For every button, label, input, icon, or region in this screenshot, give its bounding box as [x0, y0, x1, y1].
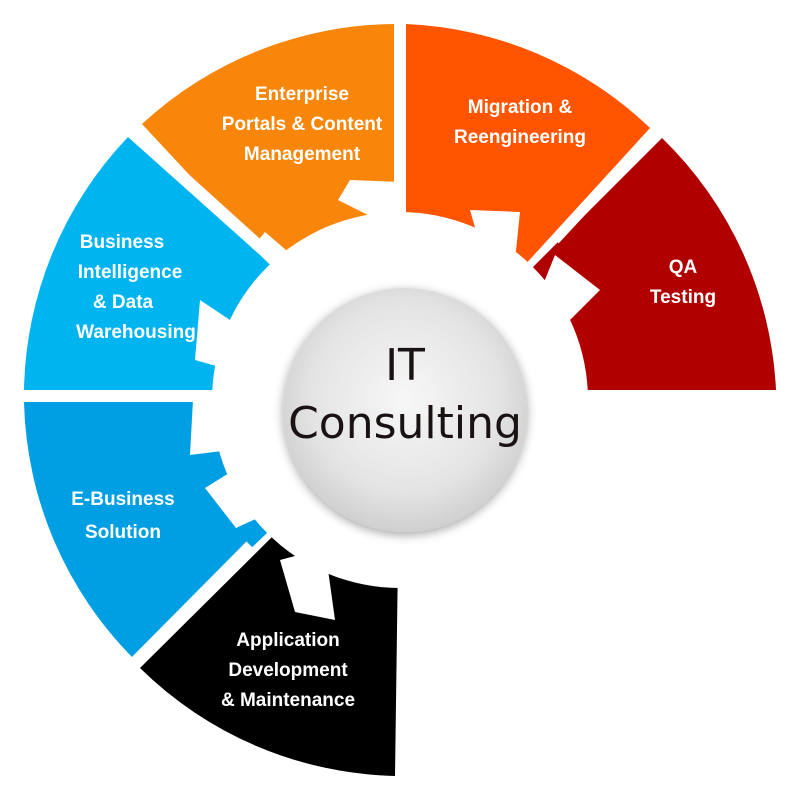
- svg-text:Solution: Solution: [85, 522, 161, 543]
- svg-text:QA: QA: [669, 257, 698, 278]
- label-qa-testing: QA Testing: [650, 257, 716, 308]
- svg-text:Business: Business: [80, 232, 164, 253]
- svg-text:& Maintenance: & Maintenance: [221, 690, 355, 711]
- svg-text:Reengineering: Reengineering: [454, 127, 586, 148]
- label-migration: Migration & Reengineering: [454, 97, 586, 148]
- svg-text:Development: Development: [228, 660, 348, 681]
- label-enterprise-portals: Enterprise Portals & Content Management: [222, 84, 383, 165]
- center-title-line2: Consulting: [288, 398, 522, 449]
- svg-text:Warehousing: Warehousing: [76, 322, 196, 343]
- segment-dividers: [0, 0, 655, 666]
- svg-text:E-Business: E-Business: [71, 489, 174, 510]
- label-e-business: E-Business Solution: [71, 489, 174, 543]
- center-title-line1: IT: [385, 340, 425, 391]
- svg-text:Application: Application: [236, 630, 339, 651]
- svg-text:Intelligence: Intelligence: [78, 262, 183, 283]
- svg-text:Management: Management: [244, 144, 361, 165]
- svg-text:Portals & Content: Portals & Content: [222, 114, 383, 135]
- center-hub: [283, 288, 527, 532]
- svg-text:& Data: & Data: [93, 292, 154, 313]
- svg-text:Enterprise: Enterprise: [255, 84, 349, 105]
- svg-text:Migration &: Migration &: [468, 97, 573, 118]
- svg-text:Testing: Testing: [650, 287, 716, 308]
- label-application-development: Application Development & Maintenance: [221, 630, 355, 711]
- label-business-intelligence: Business Intelligence & Data Warehousing: [76, 232, 196, 343]
